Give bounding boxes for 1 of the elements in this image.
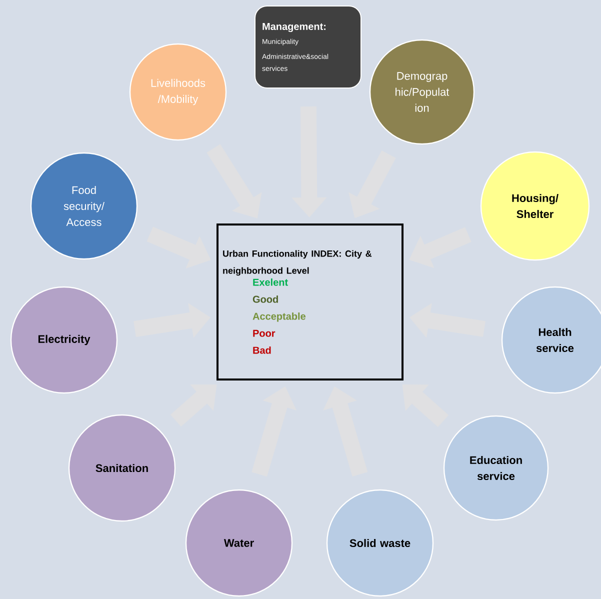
index-box: Urban Functionality INDEX: City & neighborhood Level Exelent Good Acceptable Poor Bad <box>216 224 404 380</box>
